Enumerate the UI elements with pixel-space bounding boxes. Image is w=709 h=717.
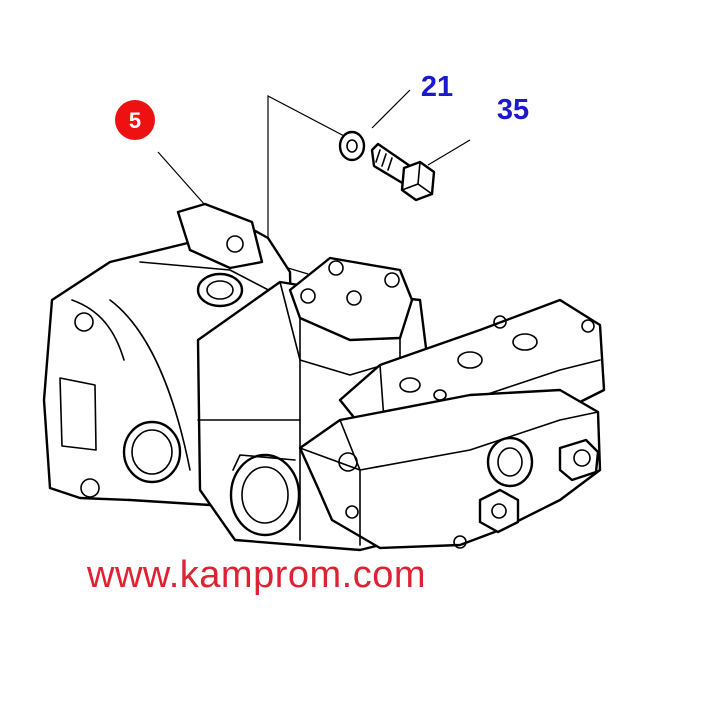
bolt-hex-head-edge-2 [401,183,419,191]
leader-line-assembly-bracket [267,95,349,275]
front-port-lip [232,454,296,471]
regulator-port-1 [399,377,421,393]
mounting-flange [176,202,264,270]
housing-contour-ridge [71,299,125,361]
callout-label-35: 35 [497,94,529,126]
regulator-assembly [298,298,606,550]
washer-part-21 [338,130,366,162]
washer-outer [338,130,366,162]
bolt-thread-1 [375,149,381,163]
leader-line-part-5 [157,151,206,206]
control-block-front-face [299,317,401,376]
bolt-thread-2 [381,153,387,167]
regulator-bolt-1 [493,315,507,329]
callout-badge-5 [115,100,155,140]
leader-line-part-21 [371,89,411,129]
regulator-lower-bolt-1 [338,452,358,472]
regulator-lock-nut-center [491,503,507,519]
callout-part-21[interactable]: 21 [421,71,453,103]
callout-label-21: 21 [421,71,453,103]
regulator-port-2 [457,351,483,369]
housing-contour-curve [109,299,191,471]
front-port-bore [241,466,289,524]
leader-line-part-35 [427,139,471,166]
control-block-bolt-4 [346,290,362,306]
regulator-bolt-2 [581,319,595,333]
control-block-bolt-1 [328,260,344,276]
housing-bolt-hole-upper [74,312,94,332]
regulator-adjust-screw-head [573,449,591,467]
callout-part-5[interactable]: 5 [115,100,155,140]
regulator-lower-body [298,388,602,550]
top-control-block [288,256,414,376]
housing-side-lug [59,377,97,451]
regulator-adjust-screw [558,438,600,482]
regulator-lower-bolt-3 [453,535,467,549]
control-block-bolt-2 [384,272,400,288]
regulator-lower-edge-2 [299,411,599,471]
housing-bolt-hole-lower [80,478,100,498]
control-block-body [288,256,414,342]
bolt-part-35 [370,142,436,202]
housing-side-port-inner [131,429,173,475]
control-block-bolt-3 [300,288,316,304]
regulator-plug-boss [486,436,534,488]
watermark-url: www.kamprom.com [87,554,426,596]
washer-hole [346,139,358,153]
regulator-port-3 [512,333,538,351]
regulator-plug-bore [497,447,523,477]
regulator-lock-nut [478,488,520,534]
callout-label-5: 5 [129,108,141,133]
regulator-lower-bolt-2 [345,505,359,519]
top-port-boss-bore [206,280,234,300]
flange-bolt-hole [226,235,244,253]
top-port-boss [196,272,244,308]
bolt-thread-3 [387,157,393,171]
callout-part-35[interactable]: 35 [497,94,529,126]
